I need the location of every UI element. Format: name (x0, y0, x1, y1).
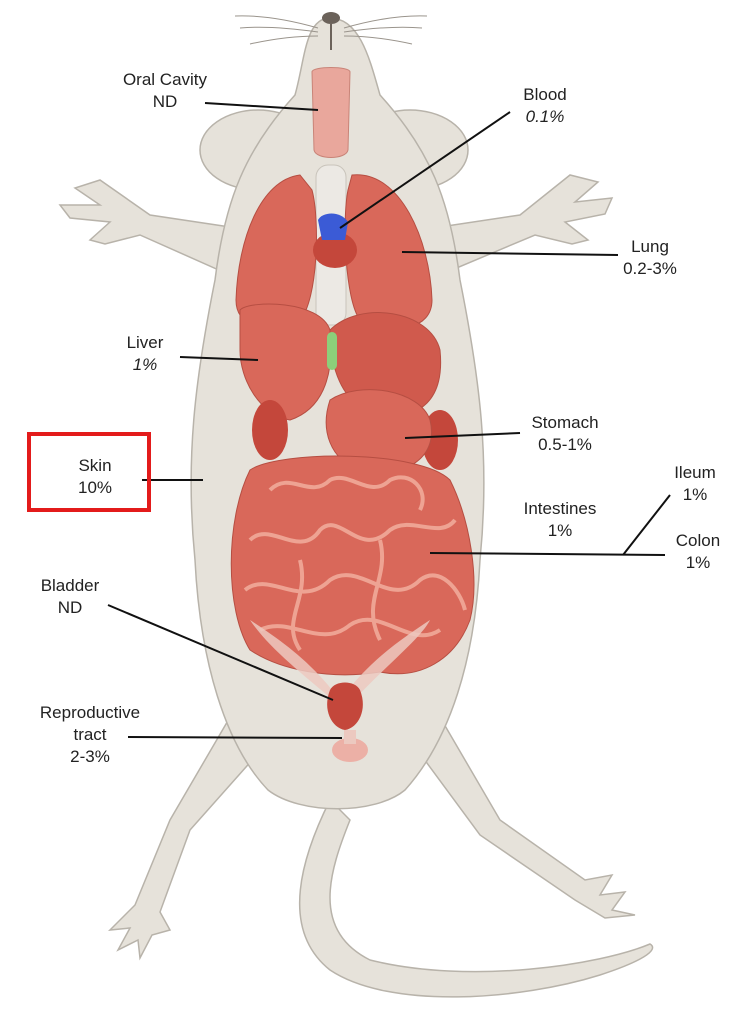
bladder-name: Bladder (25, 575, 115, 597)
intestines-name: Intestines (505, 498, 615, 520)
label-blood: Blood 0.1% (505, 84, 585, 128)
label-ileum: Ileum 1% (660, 462, 730, 506)
lung-value: 0.2-3% (610, 258, 690, 280)
gall-bladder (327, 332, 337, 370)
oral-cavity-name: Oral Cavity (110, 69, 220, 91)
colon-name: Colon (662, 530, 734, 552)
stomach-value: 0.5-1% (515, 434, 615, 456)
reproductive-value: 2-3% (15, 746, 165, 768)
stomach-name: Stomach (515, 412, 615, 434)
lung-name: Lung (610, 236, 690, 258)
ileum-value: 1% (660, 484, 730, 506)
oral-cavity-organ (312, 68, 350, 158)
blood-value: 0.1% (505, 106, 585, 128)
mouse-nose (322, 12, 340, 24)
kidney-left (252, 400, 288, 460)
reproductive-name-line2: tract (15, 724, 165, 746)
mouse-leg-right (410, 700, 635, 918)
skin-name: Skin (55, 455, 135, 477)
intestines-mass (231, 456, 474, 675)
label-colon: Colon 1% (662, 530, 734, 574)
skin-value: 10% (55, 477, 135, 499)
label-intestines: Intestines 1% (505, 498, 615, 542)
intestines-value: 1% (505, 520, 615, 542)
liver-name: Liver (110, 332, 180, 354)
ileum-name: Ileum (660, 462, 730, 484)
blood-name: Blood (505, 84, 585, 106)
bladder-value: ND (25, 597, 115, 619)
label-oral-cavity: Oral Cavity ND (110, 69, 220, 113)
label-bladder: Bladder ND (25, 575, 115, 619)
oral-cavity-value: ND (110, 91, 220, 113)
label-reproductive: Reproductive tract 2-3% (15, 702, 165, 768)
label-lung: Lung 0.2-3% (610, 236, 690, 280)
reproductive-name-line1: Reproductive (15, 702, 165, 724)
colon-value: 1% (662, 552, 734, 574)
label-skin: Skin 10% (55, 455, 135, 499)
label-stomach: Stomach 0.5-1% (515, 412, 615, 456)
liver-value: 1% (110, 354, 180, 376)
label-liver: Liver 1% (110, 332, 180, 376)
